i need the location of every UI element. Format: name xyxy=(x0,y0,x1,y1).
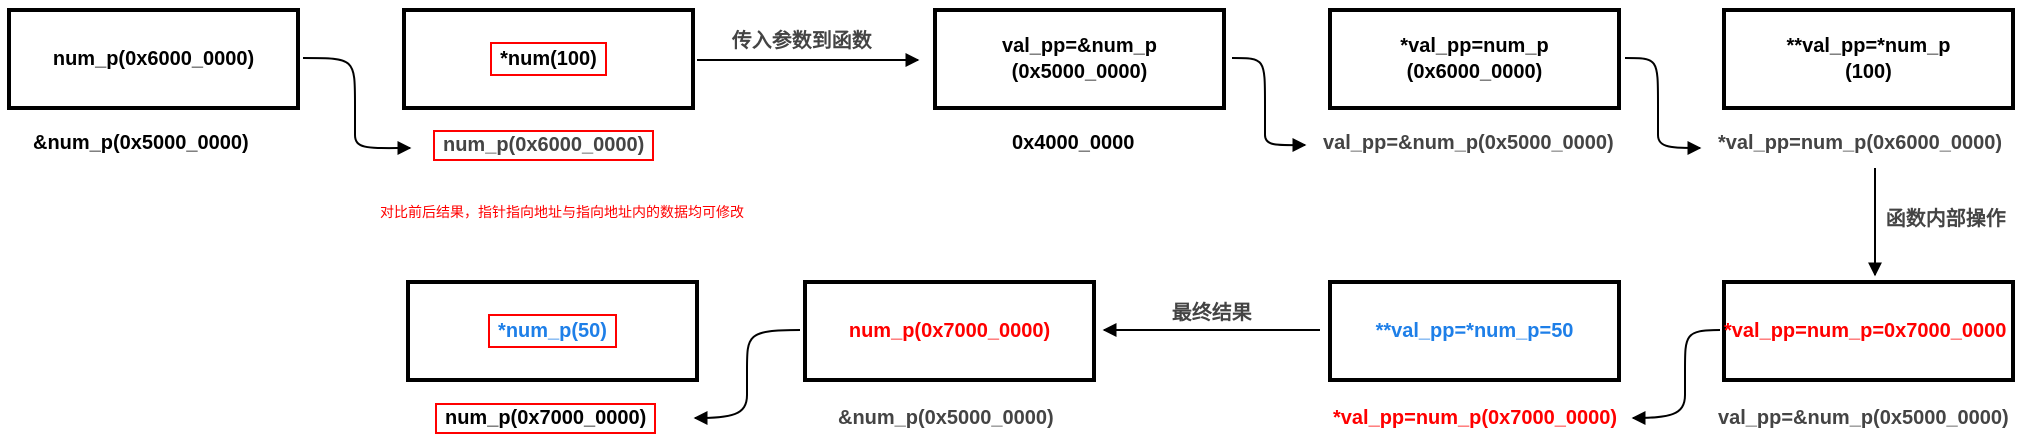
node-val-pp-7000: *val_pp=num_p=0x7000_0000 xyxy=(1722,280,2015,382)
arrow-b9-to-l8 xyxy=(1631,329,1721,425)
label-deref-val-pp-new: *val_pp=num_p(0x7000_0000) xyxy=(1333,407,1618,429)
label-num-p-value: num_p(0x6000_0000) xyxy=(433,130,655,161)
node-val-pp-line1: val_pp=&num_p xyxy=(1001,35,1158,57)
node-double-deref-line1: **val_pp=*num_p xyxy=(1786,35,1951,57)
edge-label-final-result: 最终结果 xyxy=(1172,302,1252,324)
node-double-deref-val-pp: **val_pp=*num_p (100) xyxy=(1722,8,2015,110)
node-val-pp: val_pp=&num_p (0x5000_0000) xyxy=(933,8,1226,110)
label-deref-val-pp-value: *val_pp=num_p(0x6000_0000) xyxy=(1718,132,2003,154)
node-num-p-label: num_p(0x6000_0000) xyxy=(52,48,255,70)
node-num-label: *num(100) xyxy=(490,42,607,76)
label-num-p-address: &num_p(0x5000_0000) xyxy=(33,132,249,154)
node-val-pp-50-label: **val_pp=*num_p=50 xyxy=(1375,320,1574,342)
node-num-p-after: *num_p(50) xyxy=(406,280,699,382)
arrow-b4-to-l5 xyxy=(1624,57,1702,155)
label-val-pp-address: 0x4000_0000 xyxy=(1012,132,1135,154)
label-val-pp-after: val_pp=&num_p(0x5000_0000) xyxy=(1718,407,2009,429)
arrow-b3-to-l4 xyxy=(1231,57,1307,153)
node-val-pp-7000-label: *val_pp=num_p=0x7000_0000 xyxy=(1724,320,2007,342)
label-num-p-new-address: &num_p(0x5000_0000) xyxy=(838,407,1054,429)
label-num-p-after-value: num_p(0x7000_0000) xyxy=(435,403,657,434)
node-deref-val-pp: *val_pp=num_p (0x6000_0000) xyxy=(1328,8,1621,110)
node-num-p: num_p(0x6000_0000) xyxy=(7,8,300,110)
comparison-note: 对比前后结果，指针指向地址与指向地址内的数据均可修改 xyxy=(380,204,744,220)
node-num-p-new: num_p(0x7000_0000) xyxy=(803,280,1096,382)
node-num: *num(100) xyxy=(402,8,695,110)
node-val-pp-50: **val_pp=*num_p=50 xyxy=(1328,280,1621,382)
node-deref-val-pp-line1: *val_pp=num_p xyxy=(1400,35,1549,57)
node-deref-val-pp-line2: (0x6000_0000) xyxy=(1406,61,1543,83)
node-val-pp-line2: (0x5000_0000) xyxy=(1011,61,1148,83)
node-num-p-new-label: num_p(0x7000_0000) xyxy=(848,320,1051,342)
label-val-pp-value: val_pp=&num_p(0x5000_0000) xyxy=(1323,132,1614,154)
arrow-b1-to-l2 xyxy=(302,57,412,156)
node-num-p-after-label: *num_p(50) xyxy=(488,314,617,348)
arrow-b7-to-l6 xyxy=(693,329,801,425)
node-double-deref-line2: (100) xyxy=(1845,61,1892,83)
edge-label-inner-op: 函数内部操作 xyxy=(1886,208,2006,230)
edge-label-pass-params: 传入参数到函数 xyxy=(732,30,872,52)
